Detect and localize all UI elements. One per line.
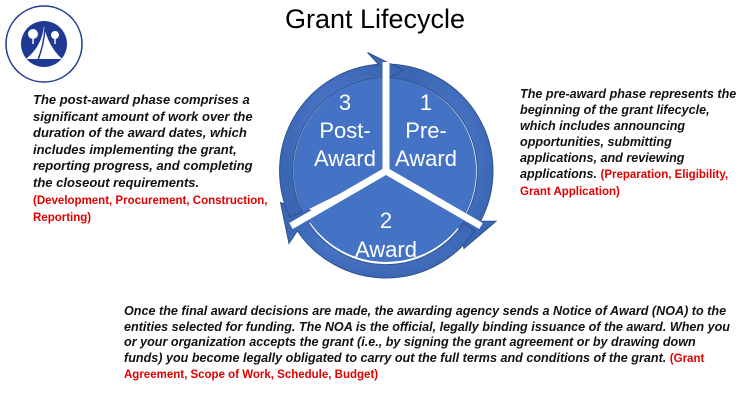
post-award-description: The post-award phase comprises a signifi… [33, 92, 268, 227]
segment-number-3: 3 [339, 90, 351, 115]
segment-number-1: 1 [420, 90, 432, 115]
award-highlight: (Grant Agreement, Scope of Work, Schedul… [124, 352, 705, 382]
page-title: Grant Lifecycle [284, 4, 466, 34]
award-description: Once the final award decisions are made,… [124, 304, 736, 384]
grant-lifecycle-cycle: 1 Pre- Award 2 Award 3 Post- Award [255, 40, 517, 302]
pre-award-highlight: (Preparation, Eligibility, Grant Applica… [520, 169, 729, 198]
pre-award-description: The pre-award phase represents the begin… [520, 86, 745, 200]
segment-label-post-award: Award [314, 146, 376, 171]
post-award-text: The post-award phase comprises a signifi… [33, 92, 253, 190]
award-text: Once the final award decisions are made,… [124, 304, 730, 365]
ltap-logo: Local Technical Assistance Program - LTA… [2, 0, 84, 84]
segment-label-pre: Pre- [405, 118, 447, 143]
pre-award-text: The pre-award phase represents the begin… [520, 87, 737, 181]
segment-number-2: 2 [380, 208, 392, 233]
post-award-highlight: (Development, Procurement, Construction,… [33, 194, 268, 225]
segment-post-award [279, 52, 405, 218]
segment-label-post: Post- [319, 118, 370, 143]
segment-award [279, 201, 476, 279]
segment-label-pre-award: Award [395, 146, 457, 171]
segment-pre-award [388, 63, 498, 250]
segment-label-award: Award [355, 237, 417, 262]
